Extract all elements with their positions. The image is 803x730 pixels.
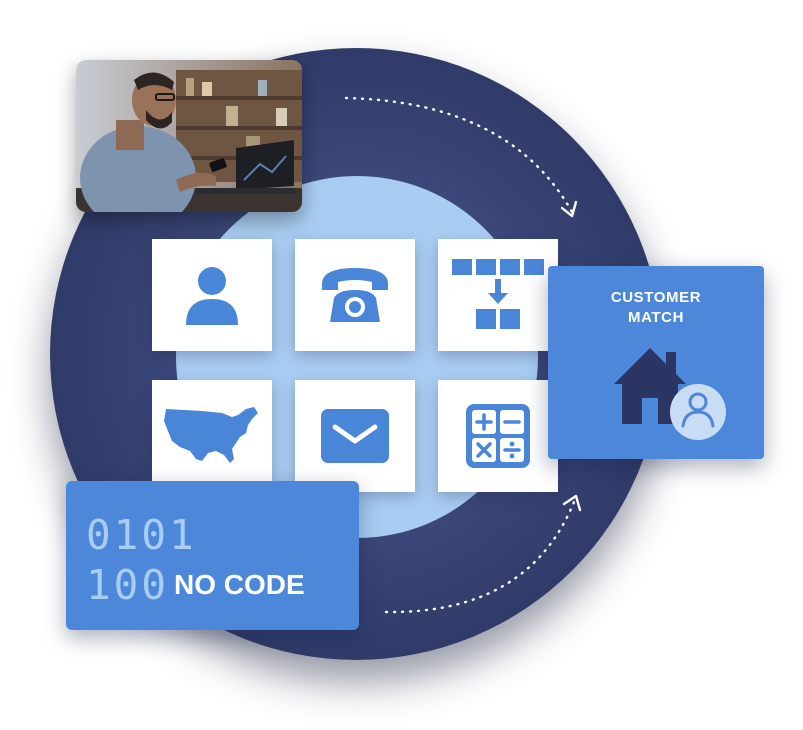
person-icon xyxy=(186,267,238,325)
telephone-icon xyxy=(322,268,388,322)
no-code-label: NO CODE xyxy=(174,569,305,600)
tile-usa-map xyxy=(152,380,272,492)
tile-merge xyxy=(438,239,558,351)
usa-map-icon xyxy=(164,407,258,463)
dotted-arrow-bottom xyxy=(384,494,582,614)
tile-telephone xyxy=(295,239,415,351)
tile-calculator xyxy=(438,380,558,492)
binary-line2: 100 xyxy=(86,561,170,609)
merge-blocks-icon xyxy=(452,259,544,329)
tile-envelope xyxy=(295,380,415,492)
customer-match-title-line1: CUSTOMER xyxy=(610,289,702,306)
envelope-icon xyxy=(321,409,389,463)
no-code-card: 0101 100 NO CODE xyxy=(66,481,359,630)
customer-match-title-line2: MATCH xyxy=(627,309,685,326)
photo-person-laptop xyxy=(76,60,302,212)
binary-line1: 0101 xyxy=(86,511,197,559)
house-user-icon xyxy=(614,348,726,440)
tile-person xyxy=(152,239,272,351)
customer-match-card: CUSTOMER MATCH xyxy=(548,266,764,459)
calculator-icon xyxy=(466,404,530,468)
dotted-arrow-top xyxy=(344,96,578,218)
